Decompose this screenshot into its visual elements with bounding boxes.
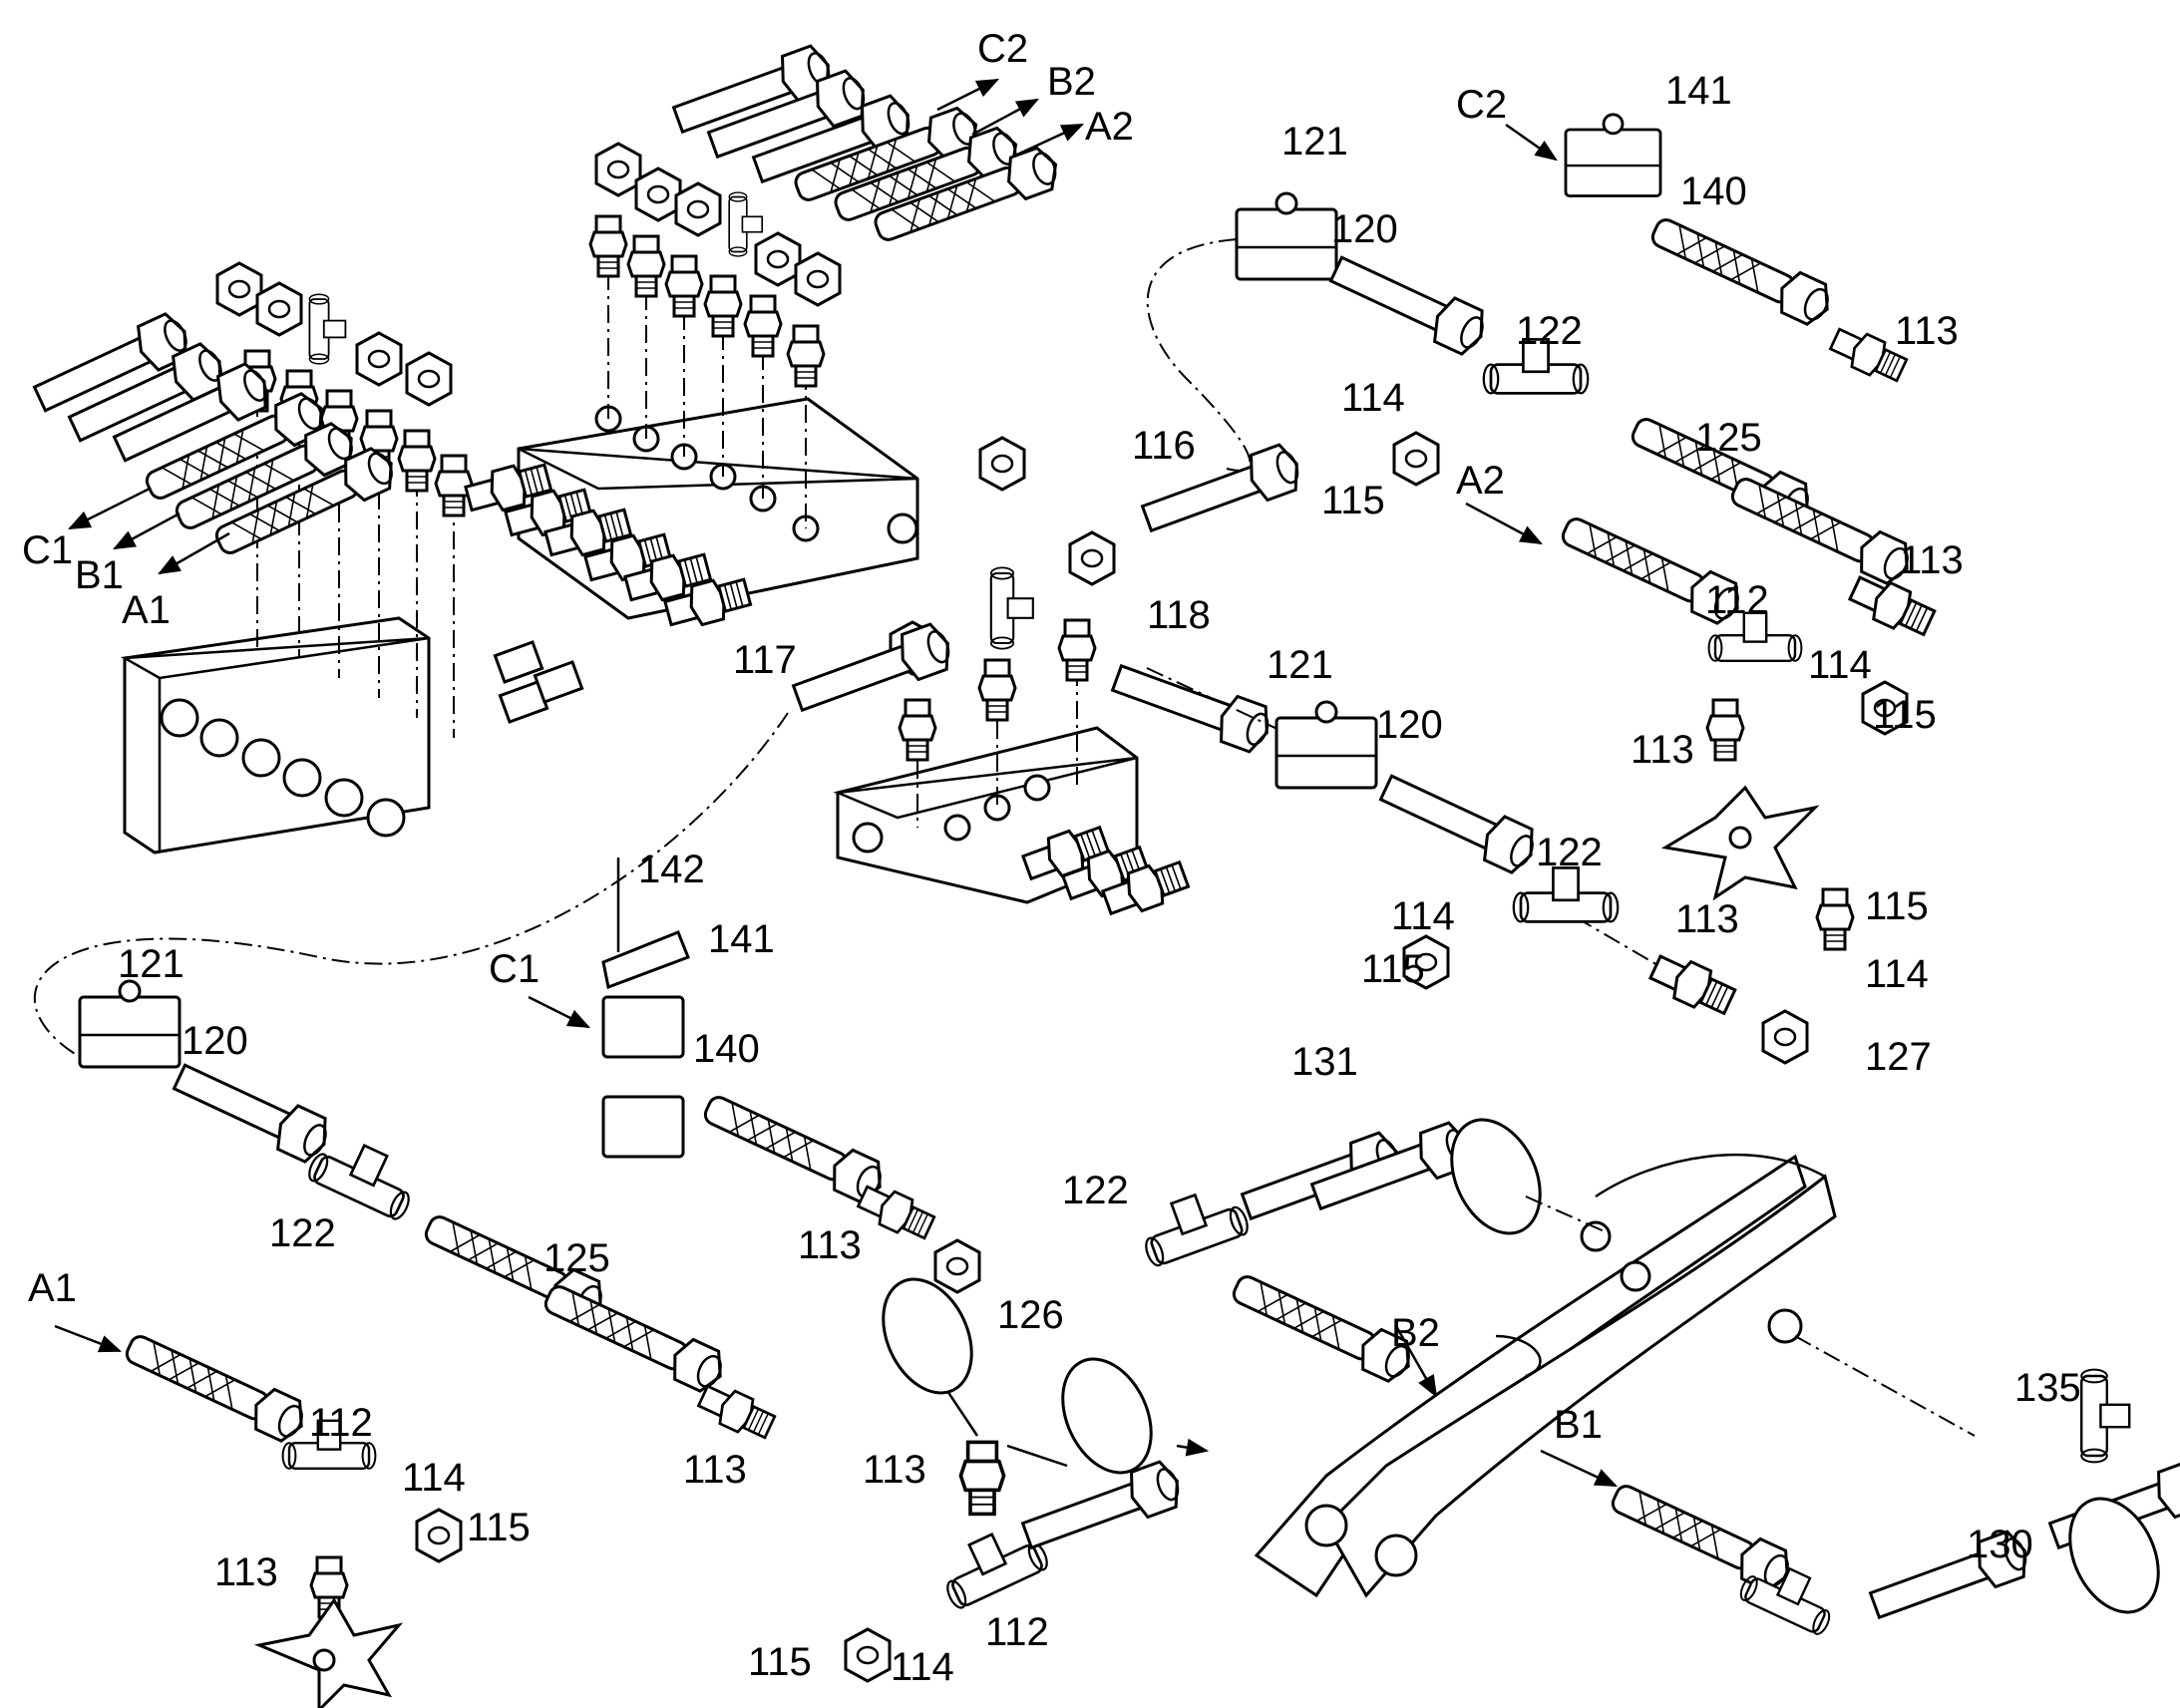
dash-line-left	[33, 712, 789, 1058]
label-c1-arrow: C1	[22, 528, 73, 572]
label-131: 131	[1291, 1040, 1358, 1084]
label-115-d: 115	[1865, 884, 1929, 928]
bottom-center-fittings	[844, 1118, 1477, 1683]
label-120-c: 120	[182, 1019, 248, 1063]
label-112-b: 112	[309, 1401, 373, 1445]
label-120-a: 120	[1331, 207, 1398, 251]
label-c2-top: C2	[1456, 83, 1507, 127]
arrow-c1-center	[528, 995, 591, 1029]
label-115-b: 115	[1873, 693, 1937, 737]
valve-block-left	[28, 261, 584, 854]
label-118: 118	[1147, 593, 1211, 637]
dash-line-top	[1146, 238, 1252, 472]
label-113-b: 113	[1900, 538, 1964, 582]
label-115-e: 115	[467, 1506, 531, 1549]
label-b1-b: B1	[1554, 1403, 1603, 1447]
arrow-b2	[971, 98, 1039, 137]
arrow-b2-bottom	[1394, 1325, 1438, 1398]
label-114-c: 114	[1391, 894, 1455, 938]
label-113-e: 113	[798, 1223, 862, 1267]
label-112-a: 112	[1705, 578, 1769, 622]
label-113-h: 113	[863, 1448, 926, 1492]
label-120-b: 120	[1376, 703, 1443, 747]
label-113-c: 113	[1631, 728, 1694, 772]
arrow-c2-right	[1505, 123, 1558, 162]
label-a1-block: A1	[122, 588, 171, 632]
label-140-top: 140	[1680, 170, 1747, 213]
arrow-b1-bottom	[1540, 1449, 1619, 1488]
valve-block-top	[462, 41, 1065, 634]
label-c1-b: C1	[489, 947, 540, 991]
arrow-c1	[67, 487, 151, 530]
label-122-d: 122	[1062, 1169, 1129, 1212]
label-c2-arrow: C2	[977, 27, 1028, 71]
arrow-a1-top	[158, 531, 230, 575]
label-125-a: 125	[1695, 416, 1762, 460]
label-113-g: 113	[683, 1448, 747, 1492]
label-114-a: 114	[1341, 376, 1405, 420]
label-121-c: 121	[118, 942, 184, 986]
label-141-top: 141	[1665, 69, 1732, 113]
arrow-a2-right	[1465, 502, 1543, 545]
label-121-a: 121	[1281, 120, 1348, 164]
label-117: 117	[733, 638, 797, 682]
arrow-a1-lower	[54, 1324, 123, 1353]
boom-arm	[1254, 1118, 1976, 1598]
label-135: 135	[2014, 1366, 2081, 1410]
label-112-c: 112	[985, 1610, 1049, 1654]
label-b2-arrow: B2	[1047, 60, 1096, 104]
label-a2-a: A2	[1456, 459, 1505, 503]
label-122-a: 122	[1516, 309, 1583, 353]
arrow-c2	[936, 78, 1000, 112]
label-114-f: 114	[891, 1645, 954, 1689]
label-116: 116	[1132, 424, 1196, 468]
label-113-d: 113	[1675, 897, 1739, 941]
arrow-a2	[1016, 123, 1085, 157]
label-127: 127	[1865, 1035, 1932, 1079]
label-115-a: 115	[1321, 479, 1385, 522]
label-122-b: 122	[1536, 831, 1603, 874]
label-122-c: 122	[269, 1211, 336, 1255]
label-114-b: 114	[1808, 643, 1872, 687]
label-121-b: 121	[1267, 643, 1333, 687]
label-b2-b: B2	[1391, 1311, 1440, 1355]
label-a1-b: A1	[28, 1266, 77, 1310]
label-140-b: 140	[693, 1027, 760, 1071]
part-labels: 141 140 C2 113 121 120 122 114 115 125 A…	[22, 27, 2081, 1689]
label-115-c: 115	[1361, 947, 1425, 991]
label-113-a: 113	[1895, 309, 1959, 353]
label-113-f: 113	[214, 1550, 278, 1594]
label-115-f: 115	[748, 1640, 812, 1684]
label-114-e: 114	[402, 1456, 466, 1500]
label-130: 130	[1967, 1523, 2033, 1566]
clamp-assembly-c1	[601, 857, 981, 1294]
label-126: 126	[997, 1293, 1064, 1337]
label-a2-arrow: A2	[1085, 105, 1134, 149]
valve-block-center	[788, 436, 1307, 923]
arrow-b1	[113, 512, 181, 550]
label-b1-arrow: B1	[75, 553, 124, 597]
label-125-b: 125	[544, 1236, 610, 1280]
left-lower-cluster	[78, 979, 779, 1708]
label-141-b: 141	[708, 917, 775, 961]
label-142: 142	[638, 848, 705, 891]
right-upper-cluster	[1235, 113, 1940, 1065]
label-114-d: 114	[1865, 952, 1929, 996]
